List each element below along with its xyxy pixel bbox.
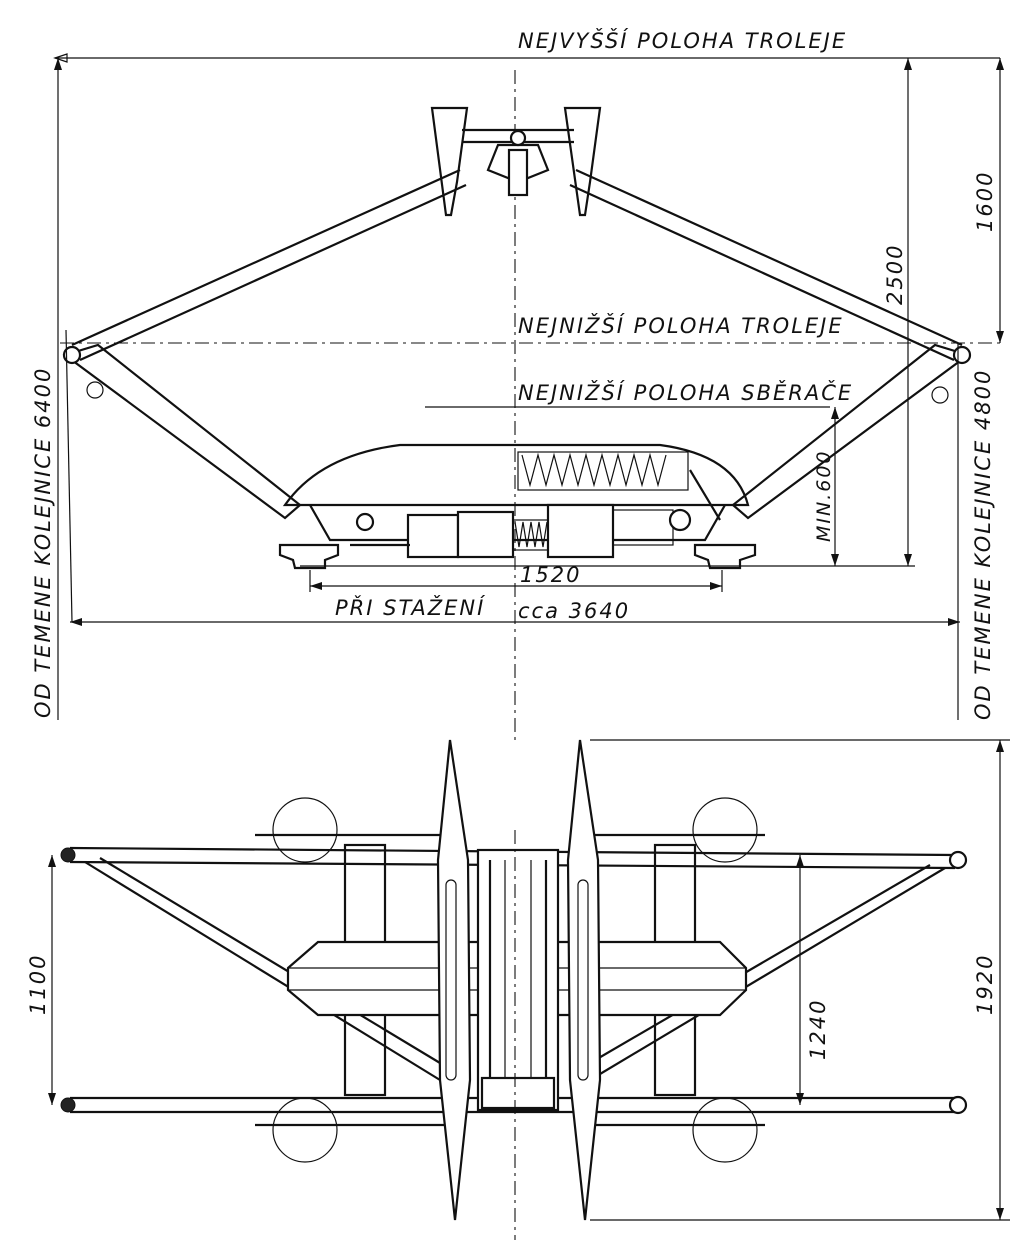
dim-1920: 1920 <box>973 954 997 1015</box>
dim-1100: 1100 <box>26 954 50 1015</box>
side-view: NEJVYŠŠÍ POLOHA TROLEJE NEJNIŽŠÍ POLOHA … <box>31 28 1004 740</box>
pan-head-side <box>430 106 602 217</box>
label-rail-right: OD TEMENE KOLEJNICE 4800 <box>971 369 995 720</box>
plan-view: 1100 1240 1920 <box>26 739 1010 1240</box>
dim-2500: 2500 <box>883 244 907 305</box>
label-lowest-collector: NEJNIŽŠÍ POLOHA SBĚRAČE <box>518 380 853 405</box>
dim-cca-3640: cca 3640 <box>518 599 630 623</box>
dim-1520: 1520 <box>520 563 581 587</box>
upper-arms-side <box>71 168 963 362</box>
label-lowest-wire: NEJNIŽŠÍ POLOHA TROLEJE <box>518 313 844 338</box>
dim-1600: 1600 <box>973 171 997 232</box>
dim-min-600: MIN.600 <box>813 449 835 542</box>
label-highest-wire: NEJVYŠŠÍ POLOHA TROLEJE <box>518 28 847 53</box>
label-rail-left: OD TEMENE KOLEJNICE 6400 <box>31 367 55 718</box>
dim-1240: 1240 <box>806 999 830 1060</box>
base-frame-side <box>282 443 750 559</box>
insulators-side <box>278 543 757 570</box>
label-retracted: PŘI STAŽENÍ <box>335 595 486 620</box>
